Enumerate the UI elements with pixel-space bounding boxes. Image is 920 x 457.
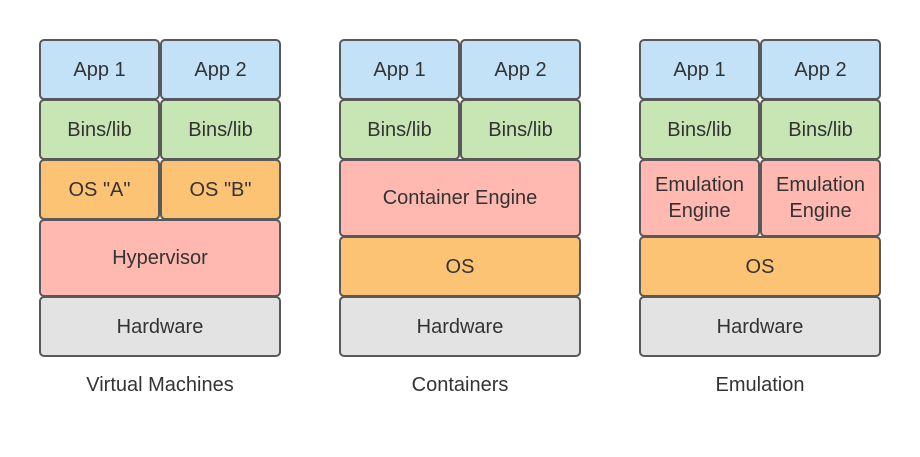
emulation-caption: Emulation: [715, 374, 805, 396]
emulation-os-block: OS: [639, 236, 881, 297]
vm-caption: Virtual Machines: [86, 374, 234, 396]
vm-bins-lib-2-block: Bins/lib: [160, 99, 281, 160]
emulation-bins-lib-1-block: Bins/lib: [639, 99, 760, 160]
vm-app-2-block: App 2: [160, 39, 281, 100]
container-engine-block: Container Engine: [339, 159, 581, 237]
emulation-engine-2-block: Emulation Engine: [760, 159, 881, 237]
containers-app-1-block: App 1: [339, 39, 460, 100]
containers-hardware-block: Hardware: [339, 296, 581, 357]
vm-os-b-block: OS "B": [160, 159, 281, 220]
vm-hypervisor-block: Hypervisor: [39, 219, 281, 297]
vm-bins-lib-1-block: Bins/lib: [39, 99, 160, 160]
emulation-bins-lib-2-block: Bins/lib: [760, 99, 881, 160]
vm-os-a-block: OS "A": [39, 159, 160, 220]
emulation-app-2-block: App 2: [760, 39, 881, 100]
virtual-machines-stack: App 1 App 2 Bins/lib Bins/lib OS "A" OS …: [39, 0, 281, 457]
emulation-stack: App 1 App 2 Bins/lib Bins/lib Emulation …: [639, 0, 881, 457]
containers-app-2-block: App 2: [460, 39, 581, 100]
emulation-hardware-block: Hardware: [639, 296, 881, 357]
containers-bins-lib-2-block: Bins/lib: [460, 99, 581, 160]
containers-stack: App 1 App 2 Bins/lib Bins/lib Container …: [339, 0, 581, 457]
containers-caption: Containers: [411, 374, 509, 396]
containers-os-block: OS: [339, 236, 581, 297]
emulation-app-1-block: App 1: [639, 39, 760, 100]
vm-hardware-block: Hardware: [39, 296, 281, 357]
vm-app-1-block: App 1: [39, 39, 160, 100]
emulation-engine-1-block: Emulation Engine: [639, 159, 760, 237]
containers-bins-lib-1-block: Bins/lib: [339, 99, 460, 160]
